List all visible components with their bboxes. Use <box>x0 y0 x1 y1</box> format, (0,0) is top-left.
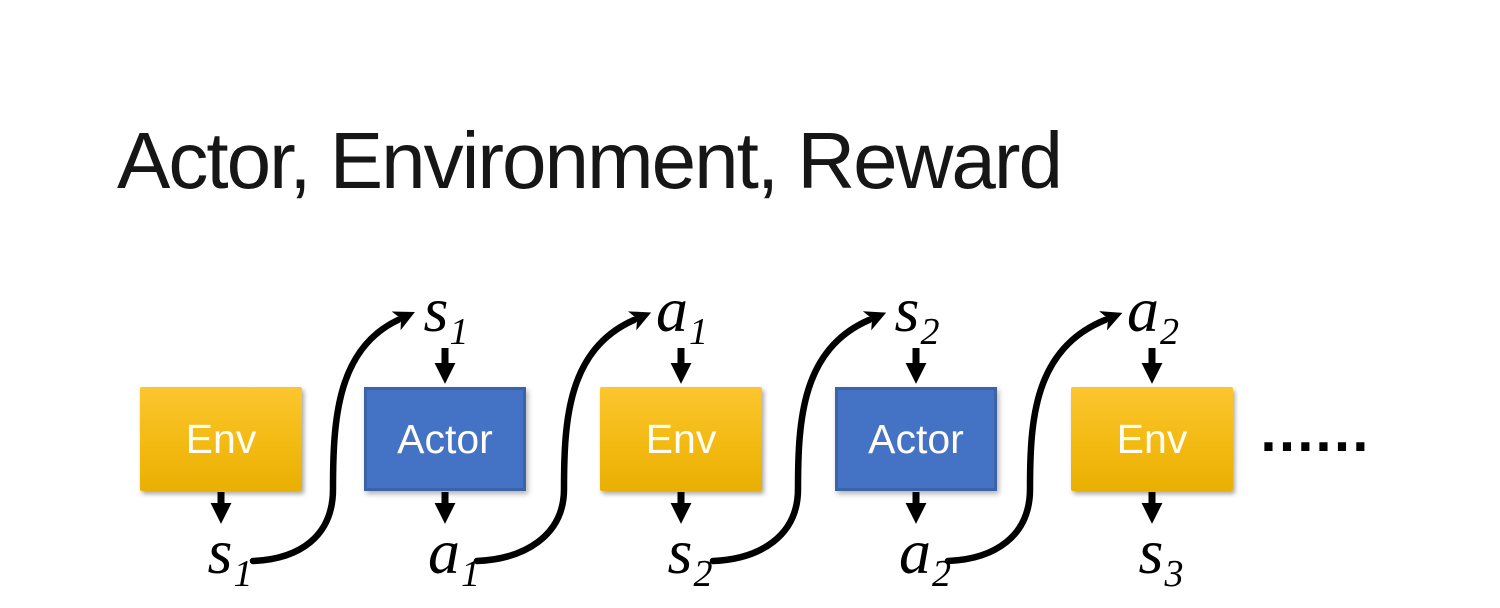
env-box-2-label: Env <box>645 415 717 462</box>
bottom-label-s3: s3 <box>1138 516 1184 596</box>
top-label-s1: s1 <box>423 274 469 354</box>
curve-arrow-a2 <box>944 311 1123 565</box>
env-box-1-label: Env <box>185 415 257 462</box>
env-box-1: Env <box>140 387 302 491</box>
bottom-label-a2: a2 <box>899 516 951 596</box>
bottom-label-s2: s2 <box>667 516 713 596</box>
actor-box-1-label: Actor <box>397 415 493 462</box>
bottom-label-s1: s1 <box>207 516 253 596</box>
page-title: Actor, Environment, Reward <box>117 116 1063 205</box>
actor-box-2: Actor <box>835 387 997 491</box>
actor-box-2-label: Actor <box>868 415 964 462</box>
curve-arrow-s2 <box>709 311 887 565</box>
curve-arrow-s1 <box>249 311 415 565</box>
top-label-s2: s2 <box>894 274 940 354</box>
curve-arrow-a1 <box>473 311 652 565</box>
env-box-3-label: Env <box>1116 415 1188 462</box>
bottom-label-a1: a1 <box>428 516 480 596</box>
env-box-2: Env <box>600 387 762 491</box>
top-label-a1: a1 <box>656 274 708 354</box>
env-box-3: Env <box>1071 387 1233 491</box>
top-label-a2: a2 <box>1127 274 1179 354</box>
actor-box-1: Actor <box>364 387 526 491</box>
ellipsis-dots: …… <box>1258 399 1371 464</box>
